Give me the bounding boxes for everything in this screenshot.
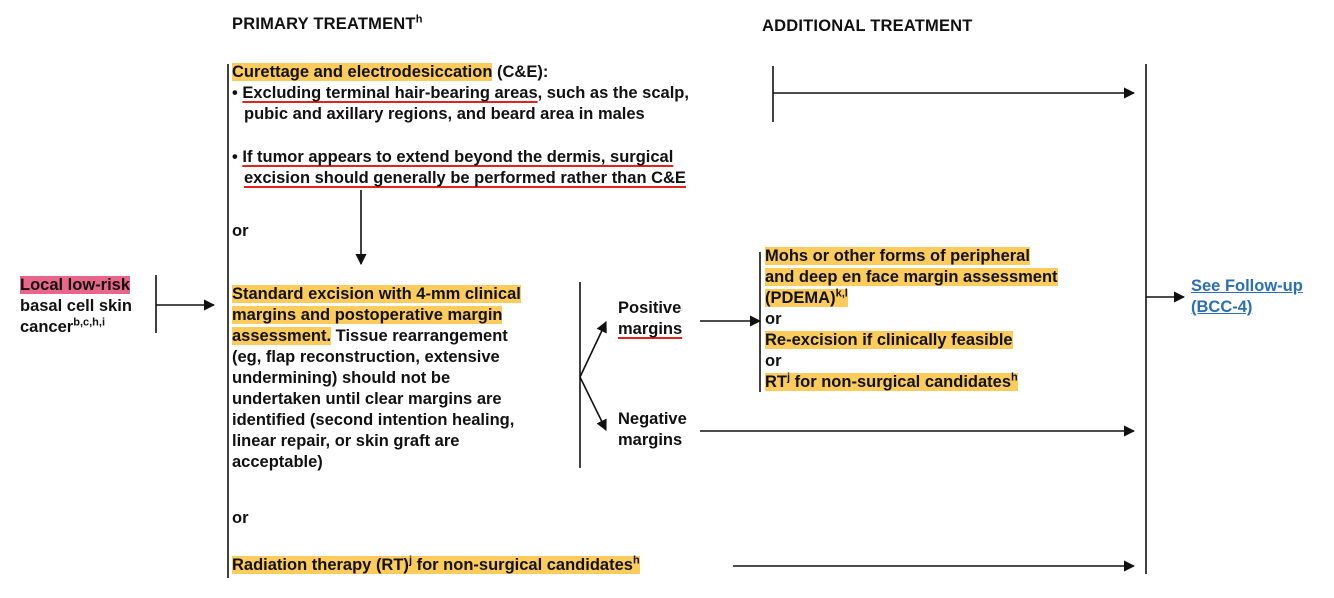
ce-bullet1-marker: • [232, 84, 243, 102]
rt-option-text: for non-surgical candidates [790, 373, 1012, 391]
followup-link[interactable]: See Follow-up (BCC-4) [1191, 276, 1303, 318]
radiation-text2: for non-surgical candidates [412, 556, 633, 574]
primary-header-sup: h [415, 13, 423, 26]
ce-title-suffix: (C&E): [492, 63, 549, 81]
ce-bullet1-rest: , such as the scalp, [537, 84, 689, 102]
positive-margins: Positive margins [618, 298, 682, 340]
positive-or-1: or [765, 310, 782, 328]
ce-bullet2: • If tumor appears to extend beyond the … [232, 147, 772, 189]
mohs-line-2: and deep en face margin assessment [765, 268, 1058, 286]
ce-bullet1-underlined: Excluding terminal hair-bearing areas [242, 84, 538, 102]
positive-branch-arrow [579, 320, 607, 378]
primary-header-text: PRIMARY TREATMENT [232, 15, 416, 33]
positive-margins-line2: margins [618, 320, 683, 338]
radiation-sup2: h [632, 554, 640, 567]
rt-option-sup: j [787, 371, 791, 384]
positive-options: Mohs or other forms of peripheral and de… [765, 246, 1058, 393]
diagnosis-label: Local low-risk [20, 276, 131, 294]
negative-margins-line1: Negative [618, 410, 687, 428]
excision-line-1: (eg, flap reconstruction, extensive [232, 348, 500, 366]
negative-margins: Negative margins [618, 409, 687, 451]
excision-line-3: undertaken until clear margins are [232, 390, 502, 408]
radiation-option: Radiation therapy (RT)j for non-surgical… [232, 555, 640, 576]
excision-rest-inline: Tissue rearrangement [331, 327, 508, 345]
mohs-line-3: (PDEMA) [765, 289, 836, 307]
or-label-2: or [232, 509, 249, 527]
excision-highlight-1: Standard excision with 4-mm clinical [232, 285, 521, 303]
diagnosis-sup: b,c,h,i [73, 316, 105, 329]
positive-margins-line1: Positive [618, 299, 682, 317]
diagnosis-box: Local low-risk basal cell skin cancerb,c… [20, 275, 132, 338]
ce-bullet2-line1: If tumor appears to extend beyond the de… [242, 148, 674, 166]
ce-bullet2-marker: • [232, 148, 243, 166]
negative-branch-arrow [579, 376, 607, 432]
followup-line2[interactable]: (BCC-4) [1191, 298, 1253, 316]
excision-highlight-3: assessment. [232, 327, 332, 345]
radiation-text: Radiation therapy (RT) [232, 556, 409, 574]
rt-option-sup2: h [1011, 371, 1018, 384]
rt-option-prefix: RT [765, 373, 787, 391]
excision-highlight-2: margins and postoperative margin [232, 306, 503, 324]
ce-bullet1-line2: pubic and axillary regions, and beard ar… [244, 105, 645, 123]
diagnosis-line2: basal cell skin [20, 297, 132, 315]
additional-treatment-header: ADDITIONAL TREATMENT [762, 17, 973, 35]
ce-title: Curettage and electrodesiccation [232, 63, 493, 81]
or-label-1: or [232, 222, 249, 240]
mohs-line-1: Mohs or other forms of peripheral [765, 247, 1030, 265]
excision-block: Standard excision with 4-mm clinical mar… [232, 284, 577, 473]
primary-treatment-header: PRIMARY TREATMENTh [232, 14, 423, 35]
excision-line-4: identified (second intention healing, [232, 411, 515, 429]
ce-bullet2-line2: excision should generally be performed r… [244, 169, 686, 187]
ce-block: Curettage and electrodesiccation (C&E): … [232, 62, 772, 125]
diagnosis-line3: cancer [20, 318, 74, 336]
negative-margins-line2: margins [618, 431, 683, 449]
reexcision-option: Re-excision if clinically feasible [765, 331, 1013, 349]
excision-line-5: linear repair, or skin graft are [232, 432, 460, 450]
radiation-sup: j [408, 554, 412, 567]
excision-line-6: acceptable) [232, 453, 323, 471]
mohs-sup: k,l [835, 287, 848, 300]
followup-line1[interactable]: See Follow-up [1191, 277, 1303, 295]
positive-or-2: or [765, 352, 782, 370]
excision-line-2: undermining) should not be [232, 369, 451, 387]
